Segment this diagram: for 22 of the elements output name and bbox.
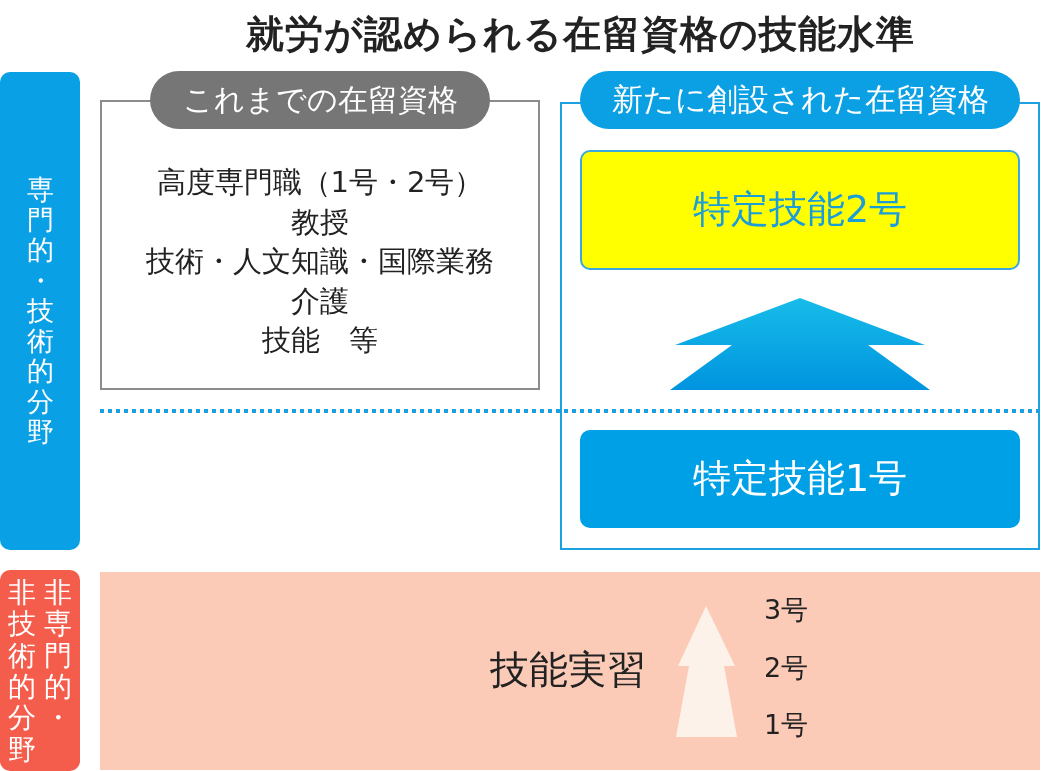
qualification-box	[580, 150, 1020, 270]
list-item: 技術・人文知識・国際業務	[146, 243, 494, 280]
heading-pill: これまでの在留資格	[150, 71, 490, 129]
qualification-box	[580, 430, 1020, 528]
band-label: 技能実習	[490, 646, 646, 694]
level-label: 2号	[763, 651, 809, 685]
category-band	[0, 72, 80, 550]
vertical-label: 非専門的・非技術的分野	[8, 577, 72, 766]
diagram-title: 就労が認められる在留資格の技能水準	[245, 12, 915, 58]
list-item: 教授	[291, 203, 349, 241]
level-label: 3号	[763, 593, 809, 627]
category-band	[0, 570, 80, 771]
heading-pill: 新たに創設された在留資格	[580, 71, 1020, 129]
box-label: 特定技能2号	[692, 187, 908, 233]
level-label: 1号	[763, 708, 809, 742]
list-item: 高度専門職（1号・2号）	[156, 164, 484, 201]
box-label: 特定技能1号	[692, 456, 908, 502]
training-band	[100, 572, 1040, 770]
list-item: 技能 等	[262, 322, 378, 359]
block-arrow	[670, 298, 930, 390]
vertical-label: 専門的・技術的分野	[26, 174, 54, 448]
list-item: 介護	[291, 282, 349, 320]
